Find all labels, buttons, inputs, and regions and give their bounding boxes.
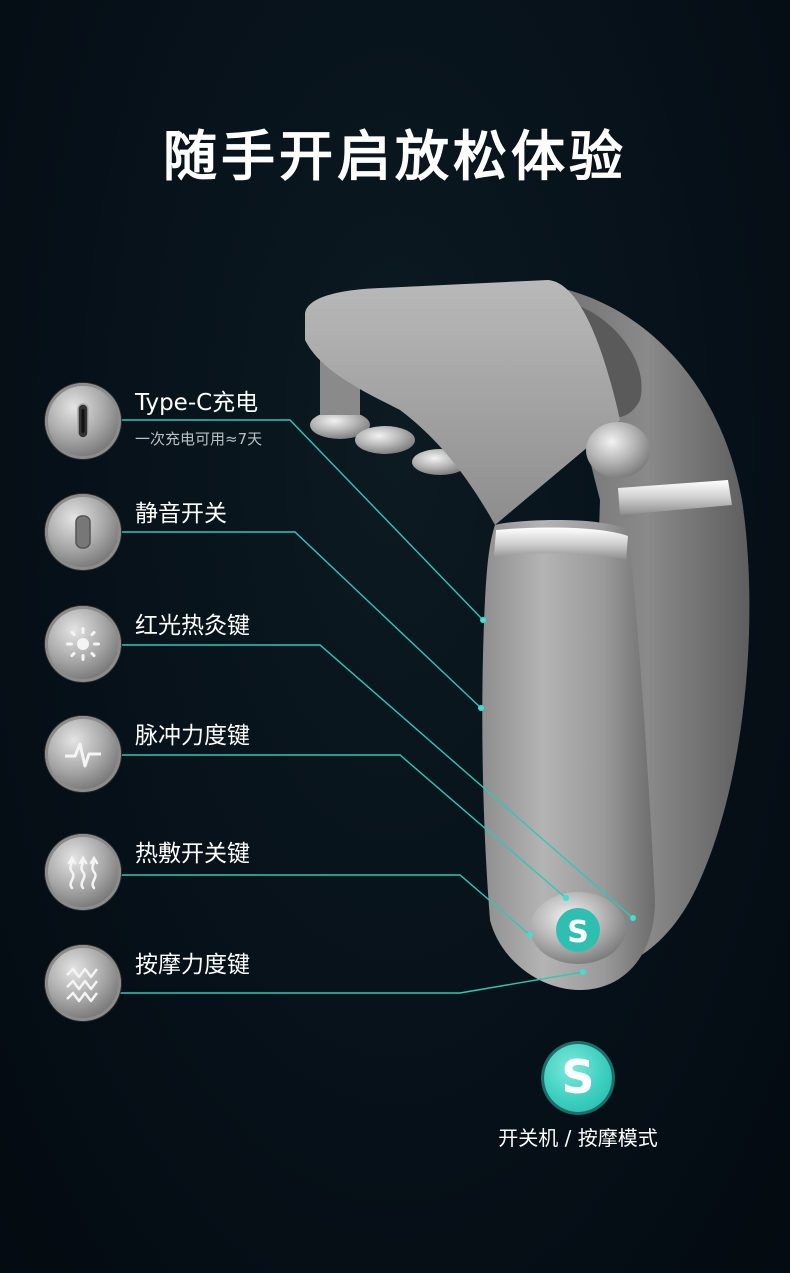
s-button (556, 908, 600, 952)
feature-red-light: 红光热灸键 (45, 606, 345, 686)
feature-massage-strength: 按摩力度键 (45, 945, 345, 1025)
massage-wave-icon (45, 945, 121, 1021)
callout-dots (478, 617, 636, 975)
feature-mute-switch: 静音开关 (45, 494, 345, 574)
feature-pulse: 脉冲力度键 (45, 716, 345, 796)
feature-sub: 一次充电可用≈7天 (135, 430, 263, 448)
power-button-letter: S (561, 1050, 595, 1104)
red-light-icon (45, 606, 121, 682)
pulse-icon (45, 716, 121, 792)
callout-lines (120, 419, 634, 994)
device-handle (482, 520, 655, 990)
feature-label: 脉冲力度键 (135, 723, 250, 749)
feature-label: 红光热灸键 (135, 613, 250, 639)
page-title: 随手开启放松体验 (163, 125, 627, 188)
feature-label: 静音开关 (135, 501, 227, 527)
feature-label: 热敷开关键 (135, 841, 250, 867)
side-knob (586, 422, 650, 478)
power-button-caption: 开关机 / 按摩模式 (498, 1126, 658, 1150)
feature-type-c: Type-C充电 一次充电可用≈7天 (45, 383, 345, 463)
feature-label: 按摩力度键 (135, 952, 250, 978)
type-c-port-icon (45, 383, 121, 459)
feature-heat: 热敷开关键 (45, 834, 345, 914)
heat-icon (45, 834, 121, 910)
svg-text:S: S (567, 915, 589, 950)
device-top-arm (305, 280, 620, 525)
feature-label: Type-C充电 (135, 390, 259, 416)
power-button-icon: S (544, 1044, 612, 1112)
mute-switch-icon (45, 494, 121, 570)
